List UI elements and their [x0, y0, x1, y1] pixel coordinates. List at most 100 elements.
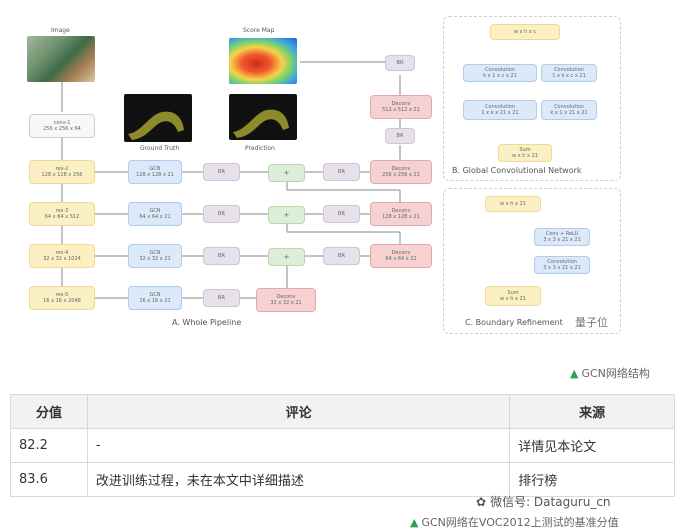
conv-size: 1 x k x c x 21	[552, 73, 586, 79]
br-detail-panel	[443, 188, 621, 334]
gcn-conv-b2: Convolution k x 1 x 21 x 21	[541, 100, 597, 120]
cell-score: 83.6	[10, 462, 88, 497]
res-size: 16 x 16 x 2048	[43, 298, 81, 304]
ground-truth-label: Ground Truth	[140, 145, 180, 152]
conv-name: Convolution	[485, 104, 515, 110]
deconv-size: 256 x 256 x 21	[382, 172, 420, 178]
table-caption-text: GCN网络在VOC2012上测试的基准分值	[421, 516, 619, 529]
conv-size: k x 1 x 21 x 21	[550, 110, 588, 116]
gcn-size: 64 x 64 x 21	[139, 214, 171, 220]
ground-truth-image	[124, 94, 192, 142]
res2-block: res-2 128 x 128 x 256	[29, 160, 95, 184]
cell-score: 82.2	[10, 428, 88, 463]
gcn-conv-a2: Convolution 1 x k x 21 x 21	[463, 100, 537, 120]
cell-comment: 改进训练过程，未在本文中详细描述	[86, 462, 511, 497]
figure-watermark: 量子位	[575, 314, 608, 330]
ground-truth-mask	[128, 111, 184, 140]
wechat-watermark-text: 微信号: Dataguru_cn	[490, 495, 611, 509]
sum-name: Sum	[507, 290, 519, 296]
wechat-watermark: ✿微信号: Dataguru_cn	[476, 493, 611, 510]
gcn-size: 16 x 16 x 21	[139, 298, 171, 304]
conv-size: 3 x 3 x 21 x 21	[543, 237, 581, 243]
gcn-block: GCN 16 x 16 x 21	[128, 286, 182, 310]
gcn-size: 32 x 32 x 21	[139, 256, 171, 262]
deconv-name: Deconv	[391, 250, 411, 256]
br-sum-block: Sum w x h x 21	[485, 286, 541, 306]
input-image-label: Image	[51, 27, 70, 34]
res5-block: res-5 16 x 16 x 2048	[29, 286, 95, 310]
gcn-block: GCN 128 x 128 x 21	[128, 160, 182, 184]
res-name: res-2	[55, 166, 69, 172]
deconv-size: 64 x 64 x 21	[385, 256, 417, 262]
conv-name: Conv + ReLU	[545, 231, 579, 237]
benchmark-table: 分值 评论 来源 82.2 - 详情见本论文 83.6 改进训练过程，未在本文中…	[10, 394, 675, 497]
conv-size: 3 x 3 x 21 x 21	[543, 265, 581, 271]
conv1-name: conv-1	[53, 120, 71, 126]
res-size: 32 x 32 x 1024	[43, 256, 81, 262]
deconv-name: Deconv	[391, 101, 411, 107]
score-map-label: Score Map	[243, 27, 275, 34]
res4-block: res-4 32 x 32 x 1024	[29, 244, 95, 268]
triangle-icon: ▲	[410, 516, 419, 529]
input-duck-image	[27, 36, 95, 82]
res-size: 128 x 128 x 256	[41, 172, 83, 178]
prediction-image	[229, 94, 297, 140]
gcn-name: GCN	[149, 292, 161, 298]
br-block: BR	[323, 163, 360, 181]
table-row: 82.2 - 详情见本论文	[10, 428, 675, 463]
pipeline-title: A. Whole Pipeline	[172, 318, 242, 327]
gcn-architecture-figure: Image conv-1 256 x 256 x 64 res-2 128 x …	[27, 16, 621, 334]
sum-node: +	[268, 248, 305, 266]
br-block: BR	[203, 163, 240, 181]
deconv-block: Deconv 512 x 512 x 21	[370, 95, 432, 119]
figure-caption-text: GCN网络结构	[581, 367, 650, 380]
conv1-size: 256 x 256 x 64	[43, 126, 81, 132]
br-block: BR	[323, 247, 360, 265]
conv-size: k x 1 x c x 21	[483, 73, 517, 79]
gcn-name: GCN	[149, 250, 161, 256]
gcn-block: GCN 64 x 64 x 21	[128, 202, 182, 226]
res-name: res-4	[55, 250, 69, 256]
sum-size: w x h x 21	[512, 153, 538, 159]
res3-block: res-3 64 x 64 x 512	[29, 202, 95, 226]
deconv-block: Deconv 256 x 256 x 21	[370, 160, 432, 184]
br-block: BR	[203, 247, 240, 265]
gcn-panel-title: B. Global Convolutional Network	[452, 166, 582, 175]
cell-comment: -	[86, 428, 511, 463]
gcn-name: GCN	[149, 208, 161, 214]
res-name: res-5	[55, 292, 69, 298]
gcn-conv-a1: Convolution k x 1 x c x 21	[463, 64, 537, 82]
br-block: BR	[385, 128, 415, 144]
br-conv-relu: Conv + ReLU 3 x 3 x 21 x 21	[534, 228, 590, 246]
br-block: BR	[385, 55, 415, 71]
br-block: BR	[203, 289, 240, 307]
gcn-input-block: w x h x c	[490, 24, 560, 40]
br-input-block: w x h x 21	[485, 196, 541, 212]
header-comment: 评论	[86, 394, 511, 429]
prediction-label: Prediction	[245, 145, 275, 152]
cell-source: 排行榜	[509, 462, 675, 497]
gcn-name: GCN	[149, 166, 161, 172]
cell-source: 详情见本论文	[509, 428, 675, 463]
wechat-icon: ✿	[476, 495, 487, 509]
table-header-row: 分值 评论 来源	[10, 394, 675, 429]
table-caption: ▲GCN网络在VOC2012上测试的基准分值	[410, 514, 619, 530]
deconv-size: 128 x 128 x 21	[382, 214, 420, 220]
deconv-name: Deconv	[391, 166, 411, 172]
figure-caption: ▲GCN网络结构	[570, 365, 650, 381]
deconv-block: Deconv 64 x 64 x 21	[370, 244, 432, 268]
res-name: res-3	[55, 208, 69, 214]
sum-node: +	[268, 164, 305, 182]
conv-name: Convolution	[547, 259, 577, 265]
conv-size: 1 x k x 21 x 21	[481, 110, 519, 116]
gcn-sum-block: Sum w x h x 21	[498, 144, 552, 162]
sum-size: w x h x 21	[500, 296, 526, 302]
deconv-name: Deconv	[391, 208, 411, 214]
gcn-conv-b1: Convolution 1 x k x c x 21	[541, 64, 597, 82]
triangle-icon: ▲	[570, 367, 579, 380]
res-size: 64 x 64 x 512	[44, 214, 80, 220]
br-panel-title: C. Boundary Refinement	[465, 318, 563, 327]
conv-name: Convolution	[554, 67, 584, 73]
header-score: 分值	[10, 394, 88, 429]
